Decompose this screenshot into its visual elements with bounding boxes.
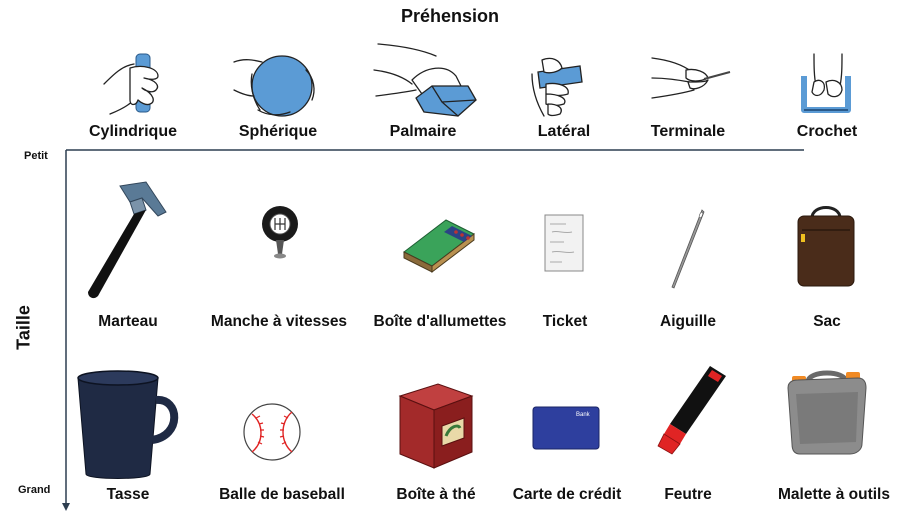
card-bank-text: Bank (576, 412, 591, 418)
object-label-ticket: Ticket (542, 313, 588, 330)
mug-icon (77, 370, 179, 479)
grasp-label-terminal: Terminale (650, 123, 726, 140)
spherical-grasp-icon (233, 55, 315, 117)
tea-box-icon (398, 383, 474, 469)
matchbox-icon (403, 219, 475, 274)
terminal-grasp-icon (651, 57, 731, 99)
needle-icon (671, 209, 705, 289)
ticket-icon (544, 214, 584, 272)
object-label-toolbox: Malette à outils (778, 486, 890, 503)
axis-title-size: Taille (13, 305, 34, 350)
cylindrical-grasp-icon (103, 53, 159, 115)
grasp-label-lateral: Latéral (537, 123, 591, 140)
axis-label-large: Grand (18, 484, 51, 496)
grasp-label-palmar: Palmaire (389, 123, 457, 140)
object-label-tea-box: Boîte à thé (396, 486, 476, 503)
baseball-icon (243, 403, 301, 461)
gear-shift-icon (262, 206, 298, 259)
grasp-label-hook: Crochet (796, 123, 858, 140)
lateral-grasp-icon (531, 57, 583, 117)
palmar-grasp-icon (373, 43, 477, 117)
hook-grasp-icon (801, 53, 851, 113)
toolbox-icon (787, 370, 867, 455)
object-label-gear-shift: Manche à vitesses (210, 313, 348, 330)
hammer-icon (88, 181, 167, 299)
bag-icon (797, 206, 855, 287)
object-label-baseball: Balle de baseball (219, 486, 345, 503)
grasp-label-cylindrical: Cylindrique (88, 123, 177, 140)
object-label-needle: Aiguille (660, 313, 716, 330)
object-label-credit-card: Carte de crédit (512, 486, 622, 503)
axis-label-small: Petit (24, 150, 48, 162)
marker-icon (657, 366, 726, 455)
grasp-label-spherical: Sphérique (238, 123, 318, 140)
object-label-mug: Tasse (106, 486, 150, 503)
object-label-matchbox: Boîte d'allumettes (373, 313, 507, 330)
credit-card-icon: Bank (532, 406, 600, 450)
object-label-marker: Feutre (664, 486, 712, 503)
object-label-hammer: Marteau (98, 313, 158, 330)
object-label-bag: Sac (813, 313, 841, 330)
diagram-title: Préhension (400, 6, 500, 26)
